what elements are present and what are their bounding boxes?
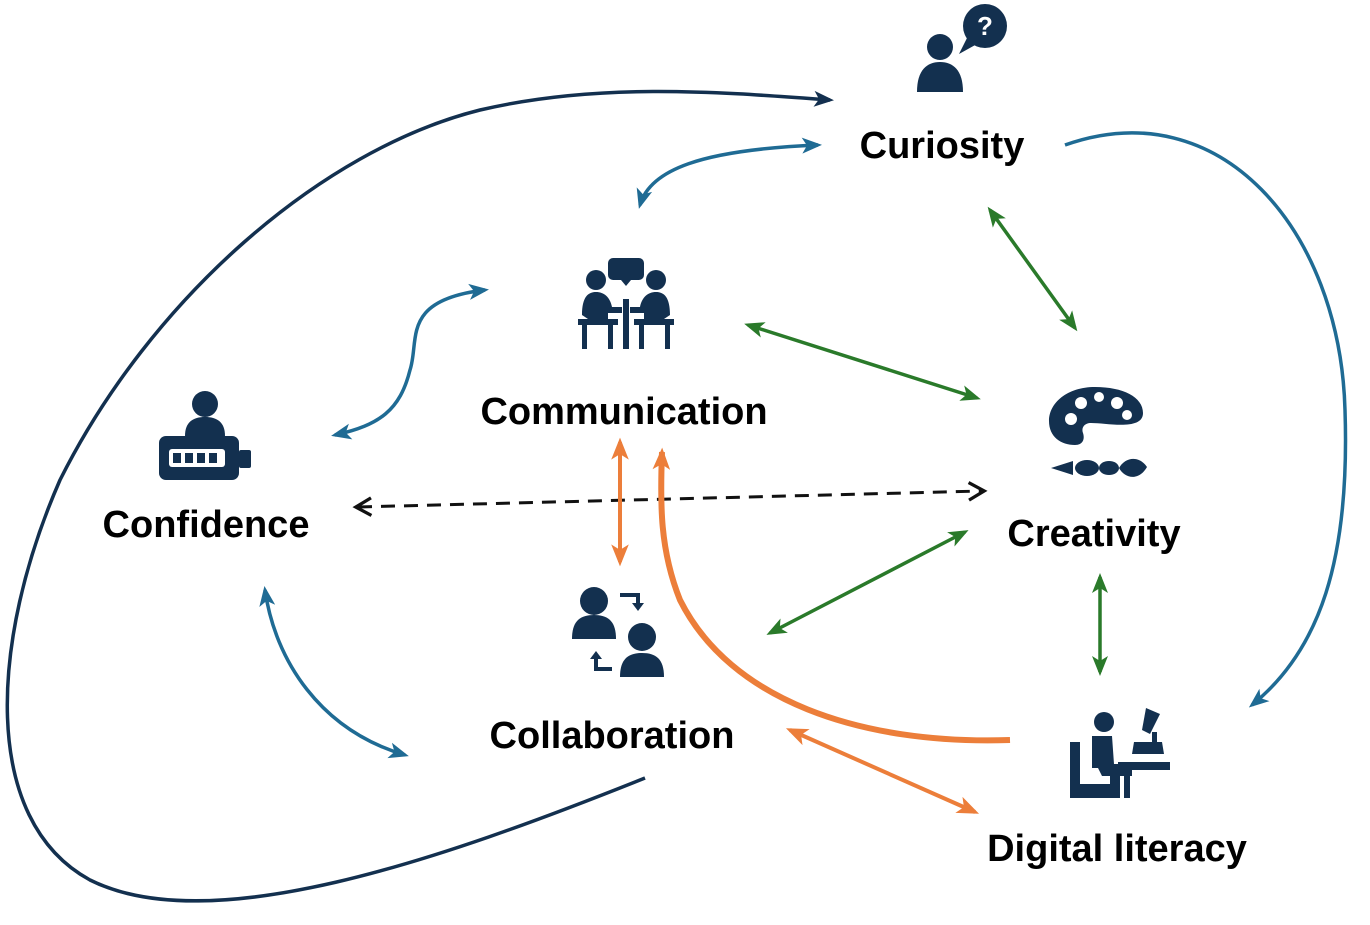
people-exchange-icon <box>572 587 664 677</box>
node-label-creativity: Creativity <box>1007 513 1180 555</box>
arrow-curiosity-to-digital-literacy <box>1064 131 1348 708</box>
node-label-curiosity: Curiosity <box>860 125 1025 167</box>
arrow-creativity-collaboration <box>766 530 969 635</box>
arrows <box>5 89 1348 903</box>
arrow-collaboration-to-curiosity <box>5 89 834 903</box>
arrow-curiosity-creativity <box>987 206 1078 332</box>
arrow-collaboration-digital-literacy <box>785 728 980 814</box>
node-label-confidence: Confidence <box>103 504 310 546</box>
person-question-icon: ? <box>917 4 1007 92</box>
arrow-digital-literacy-to-communication <box>652 447 1011 744</box>
person-at-desk-microscope-icon <box>1070 708 1170 798</box>
paint-palette-icon <box>1049 387 1147 477</box>
people-talking-icon <box>578 258 674 349</box>
arrow-confidence-collaboration <box>259 586 409 759</box>
arrow-curiosity-communication <box>636 137 822 209</box>
node-label-collaboration: Collaboration <box>490 715 735 757</box>
svg-text:?: ? <box>977 11 993 41</box>
presenter-podium-icon <box>159 391 251 480</box>
node-label-communication: Communication <box>480 391 767 433</box>
arrow-communication-creativity <box>744 322 981 401</box>
arrow-confidence-creativity-dashed <box>352 481 988 517</box>
arrow-communication-confidence <box>331 283 489 440</box>
node-label-digital-literacy: Digital literacy <box>987 828 1247 870</box>
